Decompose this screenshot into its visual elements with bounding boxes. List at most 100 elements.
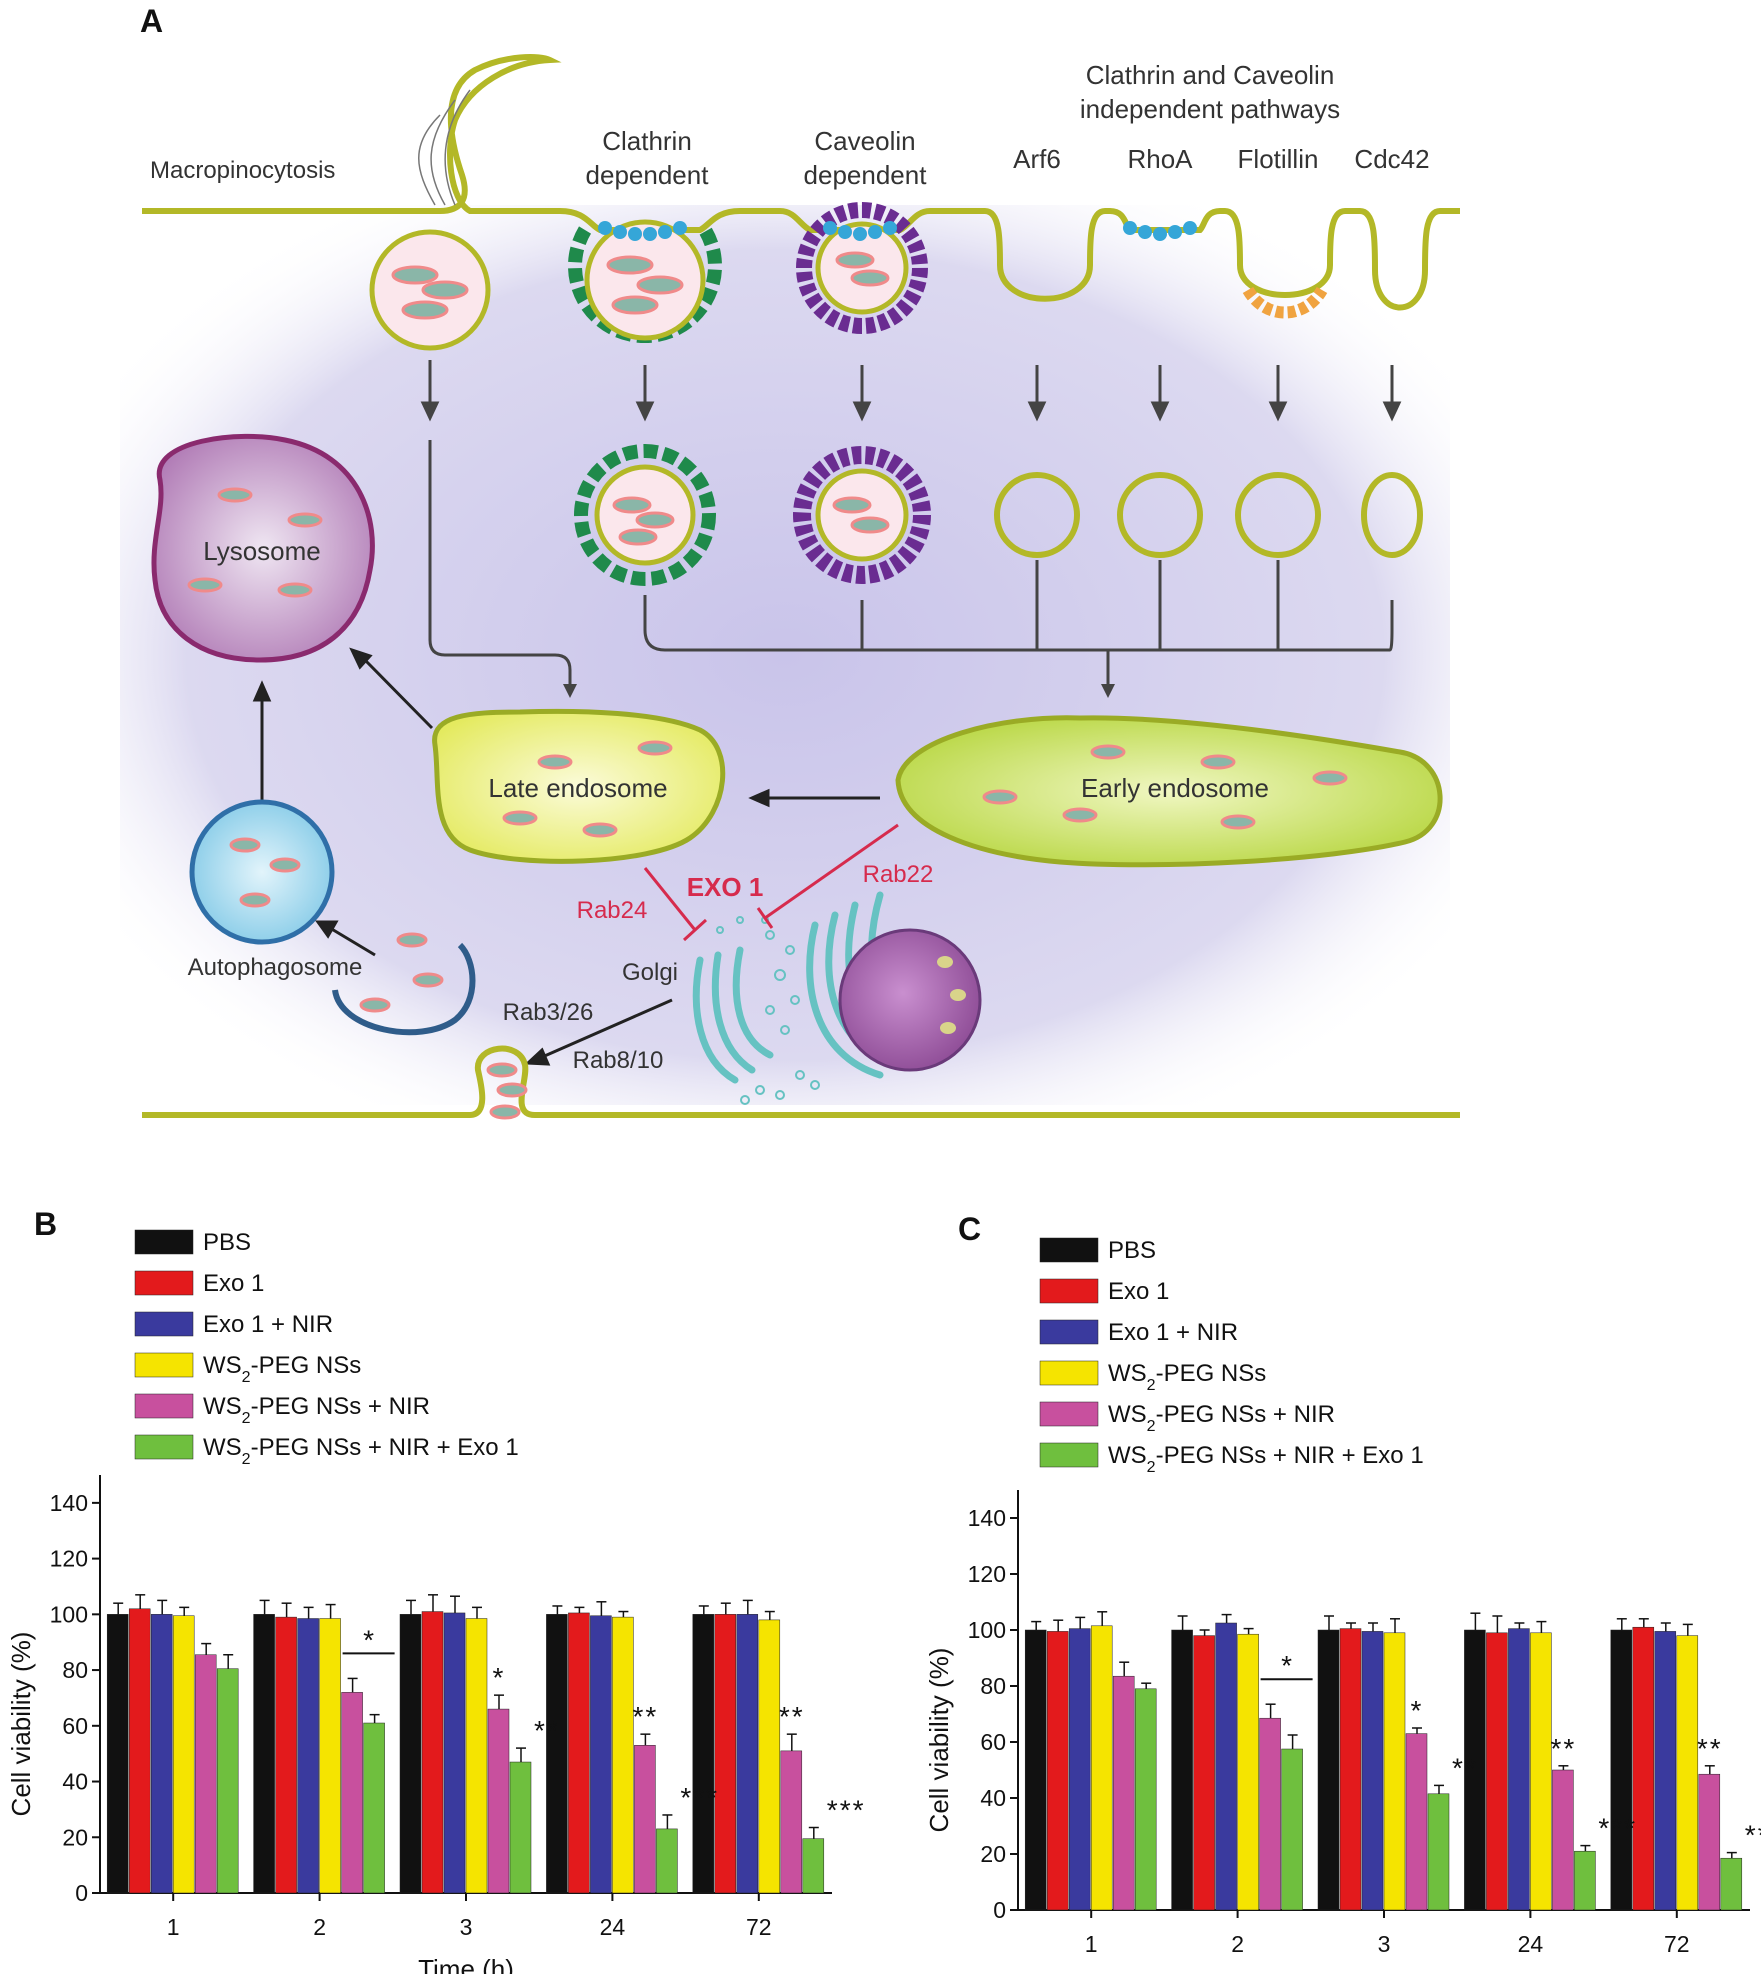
bar	[319, 1618, 341, 1894]
bar	[634, 1745, 656, 1894]
bar	[1259, 1717, 1281, 1911]
bar	[1552, 1769, 1574, 1911]
legend-swatch	[1039, 1360, 1099, 1386]
significance-mark: **	[633, 1701, 659, 1732]
bar	[1508, 1628, 1530, 1911]
legend-swatch	[134, 1393, 194, 1419]
y-tick-label: 100	[50, 1601, 88, 1627]
bar	[1068, 1628, 1091, 1911]
label-exo1: EXO 1	[687, 872, 764, 902]
significance-mark: ***	[680, 1782, 719, 1813]
significance-mark: *	[493, 1662, 506, 1693]
bar	[1530, 1632, 1552, 1911]
x-tick-label: 1	[1085, 1931, 1098, 1957]
bar	[128, 1608, 151, 1894]
legend-label: Exo 1 + NIR	[1108, 1319, 1238, 1346]
bar	[465, 1618, 488, 1894]
bar	[692, 1614, 715, 1894]
x-axis-label: Time (h)	[1336, 1971, 1432, 1974]
caveolin-vesicle	[793, 446, 931, 584]
significance-mark: **	[779, 1701, 805, 1732]
converging-lines	[428, 440, 1394, 685]
nucleus	[838, 928, 982, 1072]
y-axis-label: Cell viability (%)	[6, 1632, 36, 1817]
bar	[802, 1838, 825, 1894]
label-late-endosome: Late endosome	[488, 773, 667, 803]
exocytosis-arrow	[524, 998, 673, 1066]
y-tick-label: 20	[62, 1824, 88, 1850]
bar	[546, 1614, 568, 1894]
bar	[275, 1616, 297, 1894]
significance-mark: ***	[827, 1795, 866, 1826]
y-tick-label: 0	[75, 1880, 88, 1906]
bar	[1632, 1626, 1655, 1911]
y-tick-label: 100	[968, 1617, 1006, 1643]
clathrin-coated-pit	[568, 219, 722, 343]
legend-swatch	[1039, 1278, 1099, 1304]
label-early-endosome: Early endosome	[1081, 773, 1269, 803]
label-macropinocytosis: Macropinocytosis	[150, 157, 335, 184]
significance-mark: *	[1281, 1650, 1292, 1681]
label-caveolin-2: dependent	[804, 160, 928, 190]
legend-label: WS2-PEG NSs + NIR + Exo 1	[203, 1434, 519, 1468]
bar	[1383, 1632, 1406, 1911]
label-flotillin: Flotillin	[1238, 144, 1319, 174]
bar	[1361, 1631, 1384, 1911]
bar	[509, 1761, 532, 1894]
significance-mark: **	[1551, 1733, 1577, 1764]
y-tick-label: 120	[968, 1561, 1006, 1587]
bar	[487, 1708, 510, 1894]
bar	[1676, 1635, 1699, 1911]
legend-swatch	[134, 1434, 194, 1460]
x-tick-label: 2	[313, 1914, 326, 1940]
legend-label: Exo 1	[1108, 1278, 1169, 1305]
rhoa-beads	[1123, 221, 1197, 241]
bar	[714, 1614, 737, 1894]
label-autophagosome: Autophagosome	[188, 954, 363, 981]
x-axis-label: Time (h)	[418, 1954, 514, 1974]
bar	[1090, 1625, 1113, 1911]
label-golgi: Golgi	[622, 959, 678, 986]
x-tick-label: 1	[167, 1914, 180, 1940]
lysosome: Lysosome	[151, 433, 375, 663]
label-independent-2: independent pathways	[1080, 94, 1340, 124]
significance-mark: ***	[1598, 1813, 1637, 1844]
bar	[216, 1668, 239, 1894]
label-rab22: Rab22	[863, 861, 934, 888]
legend-swatch	[1039, 1401, 1099, 1427]
y-tick-label: 140	[50, 1490, 88, 1516]
bar	[1317, 1629, 1340, 1911]
significance-mark: **	[534, 1715, 560, 1746]
label-rhoa: RhoA	[1127, 144, 1193, 174]
late-endosome: Late endosome	[432, 708, 726, 864]
arf6-vesicle	[994, 472, 1080, 558]
label-clathrin-2: dependent	[586, 160, 710, 190]
bar	[341, 1692, 363, 1894]
label-lysosome: Lysosome	[203, 536, 321, 566]
bar	[421, 1611, 444, 1894]
label-independent-1: Clathrin and Caveolin	[1086, 60, 1335, 90]
x-tick-label: 3	[460, 1914, 473, 1940]
bar	[399, 1614, 422, 1894]
y-tick-label: 0	[993, 1897, 1006, 1923]
x-tick-label: 3	[1378, 1931, 1391, 1957]
y-tick-label: 120	[50, 1546, 88, 1572]
legend-swatch	[134, 1229, 194, 1255]
bar	[736, 1614, 759, 1894]
early-endosome: Early endosome	[895, 715, 1443, 868]
bar	[1237, 1633, 1259, 1911]
bar	[1046, 1631, 1069, 1911]
bar	[1215, 1622, 1237, 1911]
bar	[1654, 1631, 1677, 1911]
bar	[656, 1828, 678, 1894]
panel-a: A Macropinocytosis Clathrin dependent Ca…	[120, 3, 1460, 1120]
bar	[1193, 1635, 1215, 1911]
x-tick-label: 72	[746, 1914, 772, 1940]
y-tick-label: 80	[62, 1657, 88, 1683]
significance-mark: **	[1697, 1733, 1723, 1764]
legend-swatch	[1039, 1319, 1099, 1345]
legend-label: Exo 1	[203, 1270, 264, 1297]
bar	[1574, 1850, 1596, 1911]
